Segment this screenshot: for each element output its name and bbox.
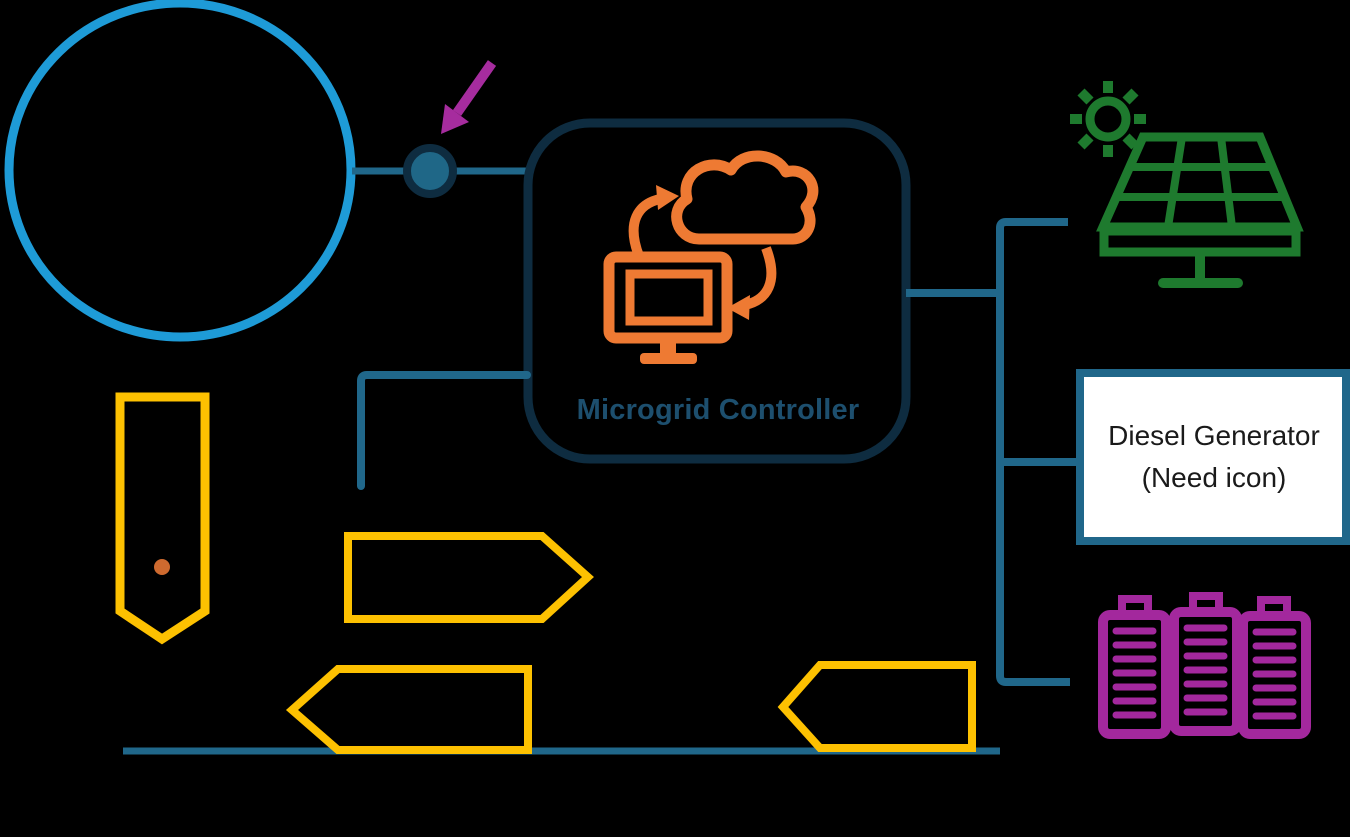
- solar-panel: [1096, 132, 1304, 288]
- sync-arrow-down: [743, 246, 777, 310]
- diesel-generator-box: [1076, 369, 1350, 545]
- sync-arrow-up: [628, 194, 662, 258]
- battery-icon: [1098, 595, 1171, 739]
- sun-icon: [1070, 81, 1146, 157]
- monitor-cloud-sync-icon: [603, 150, 819, 364]
- pointer-arrow-head: [441, 104, 469, 134]
- sun-rays: [1070, 81, 1146, 157]
- diesel-label-line1: Diesel Generator: [1108, 420, 1320, 451]
- pointer-arrow-shaft: [452, 60, 497, 116]
- sync-arrow-down-head: [727, 295, 750, 320]
- diesel-label-line2: (Need icon): [1141, 462, 1287, 493]
- right-arrow-outline: [344, 532, 594, 623]
- controller-load-connector: [357, 371, 531, 490]
- monitor-stand: [660, 338, 676, 355]
- left-arrow-outline-2: [777, 661, 976, 752]
- down-arrow-outline: [115, 392, 210, 645]
- solar-panel-with-sun-icon: [1070, 81, 1304, 288]
- left-arrow-outline-1: [285, 665, 532, 754]
- microgrid-controller-label: Microgrid Controller: [576, 394, 860, 426]
- battery-bank-icon: [1098, 592, 1311, 739]
- panel-frame: [1099, 226, 1301, 257]
- monitor-screen: [625, 269, 713, 326]
- battery-icon: [1169, 592, 1242, 736]
- battery-icon: [1238, 596, 1311, 739]
- monitor-base: [640, 353, 697, 364]
- der-bus-line: [996, 218, 1070, 686]
- flow-dot: [154, 559, 170, 575]
- sync-arrow-up-head: [656, 185, 679, 210]
- cloud-icon: [671, 150, 819, 245]
- utility-grid-circle: [4, 0, 356, 342]
- diesel-generator-label: Diesel Generator (Need icon): [1082, 375, 1346, 539]
- poi-dot: [403, 144, 457, 198]
- magenta-pointer-arrow: [441, 60, 497, 134]
